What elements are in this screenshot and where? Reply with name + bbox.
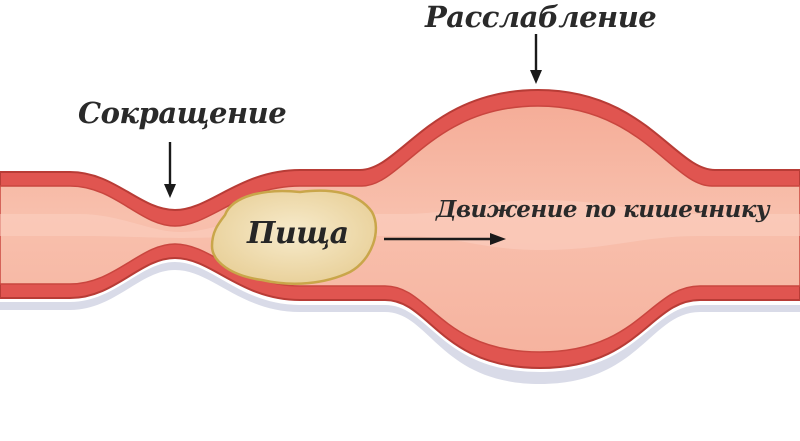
lumen-highlight [0, 200, 800, 250]
contraction-arrow [164, 142, 176, 198]
movement-arrow [384, 233, 506, 245]
relaxation-label: Расслабление [425, 0, 657, 34]
food-label: Пища [247, 216, 349, 251]
food-bolus [210, 189, 378, 285]
relaxation-arrow [530, 34, 542, 84]
contraction-label: Сокращение [78, 96, 287, 130]
movement-label: Движение по кишечнику [436, 196, 770, 223]
